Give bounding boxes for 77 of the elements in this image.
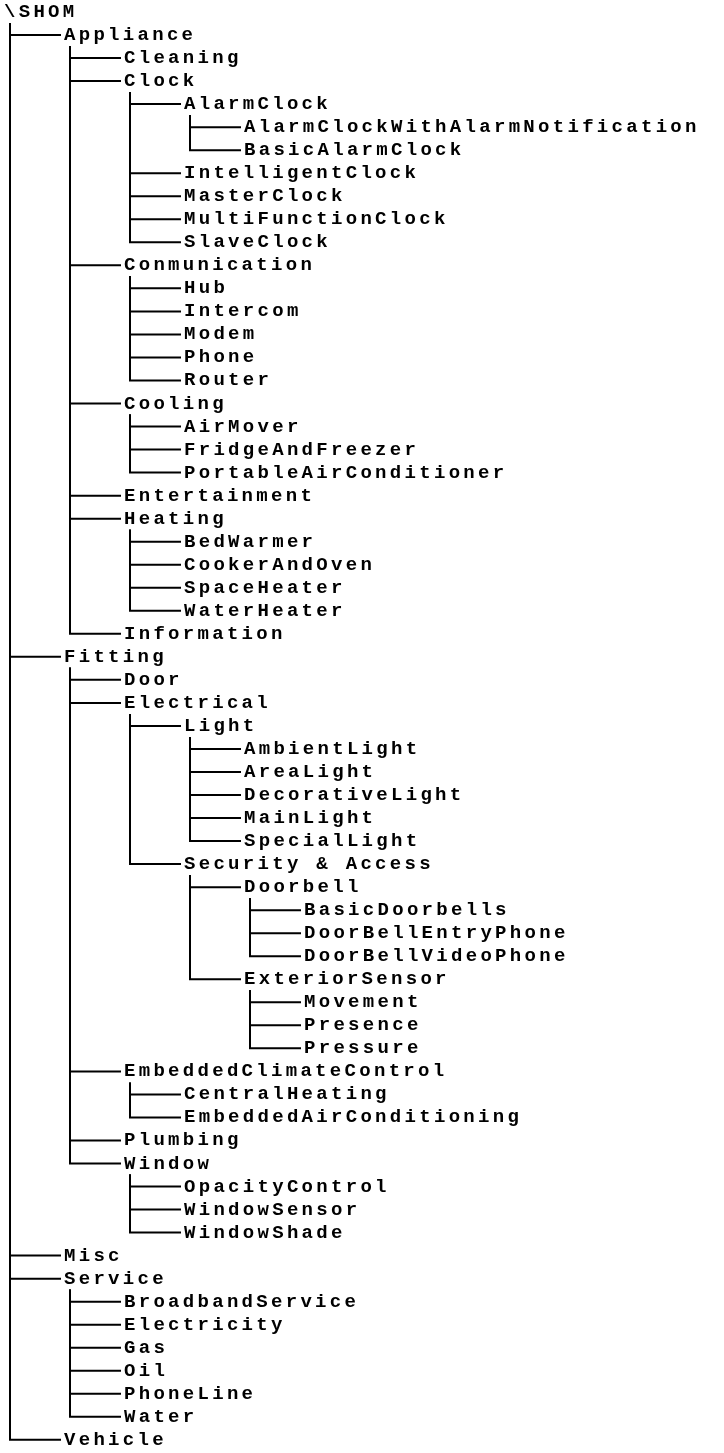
tree-item: Fitting: [62, 645, 167, 668]
tree-item: Entertainment: [122, 484, 316, 507]
tree-item: AirMover: [182, 415, 302, 438]
tree-item: WindowSensor: [182, 1198, 361, 1221]
tree-item: DecorativeLight: [242, 784, 465, 806]
tree-item: IntelligentClock: [182, 162, 420, 185]
tree-item: Door: [122, 668, 183, 691]
tree-item: Security & Access: [182, 853, 434, 876]
tree-item: ExteriorSensor: [242, 968, 450, 991]
tree-item: FridgeAndFreezer: [182, 438, 420, 461]
tree-item: BasicAlarmClock: [242, 139, 465, 162]
tree-connector: [189, 114, 242, 152]
tree-connector: [69, 1288, 122, 1418]
tree-item: Window: [122, 1152, 213, 1175]
tree-connector: [129, 528, 182, 612]
tree-item: Movement: [302, 991, 422, 1014]
tree-item: Light: [182, 714, 258, 737]
tree-item: EmbeddedClimateControl: [122, 1060, 448, 1083]
tree-item: Cooling: [122, 392, 227, 415]
tree-item: Vehicle: [62, 1428, 167, 1451]
tree-item: Electricity: [122, 1313, 286, 1336]
tree-item: Water: [122, 1405, 198, 1428]
tree-item: BedWarmer: [182, 530, 317, 553]
tree-connector: [189, 735, 242, 843]
tree-item: WaterHeater: [182, 599, 346, 622]
tree-item: CookerAndOven: [182, 553, 376, 576]
tree-connector: [129, 1081, 182, 1119]
tree-connector: [129, 413, 182, 474]
tree-connector: [129, 275, 182, 382]
tree-connector: [249, 989, 302, 1050]
tree-item: Presence: [302, 1014, 422, 1037]
tree-item: MasterClock: [182, 185, 346, 208]
tree-connector: [189, 874, 242, 981]
tree-item: SlaveClock: [182, 231, 332, 254]
tree-item: Gas: [122, 1336, 169, 1359]
tree-item: Heating: [122, 507, 227, 530]
tree-item: \SHOM: [2, 1, 78, 23]
tree-item: Pressure: [302, 1037, 422, 1060]
tree-connector: [129, 712, 182, 866]
tree-item: Appliance: [62, 24, 197, 46]
tree-connector: [129, 91, 182, 244]
tree-item: MainLight: [242, 807, 377, 830]
tree-item: AmbientLight: [242, 737, 421, 760]
tree-item: BasicDoorbells: [302, 899, 510, 922]
tree-item: MultiFunctionClock: [182, 208, 449, 231]
tree-item: DoorBellEntryPhone: [302, 922, 569, 945]
tree-connector: [129, 1173, 182, 1234]
tree-item: AlarmClockWithAlarmNotification: [242, 116, 700, 139]
tree-item: Phone: [182, 346, 258, 369]
tree-item: EmbeddedAirConditioning: [182, 1106, 523, 1129]
tree-item: Electrical: [122, 691, 272, 714]
tree-item: PhoneLine: [122, 1382, 257, 1405]
tree-item: Service: [62, 1267, 167, 1290]
tree-item: AlarmClock: [182, 93, 332, 116]
tree-item: BroadbandService: [122, 1290, 360, 1313]
tree-item: WindowShade: [182, 1221, 346, 1244]
tree-item: Plumbing: [122, 1129, 242, 1152]
tree-item: SpaceHeater: [182, 576, 346, 599]
tree-item: Conmunication: [122, 254, 316, 277]
tree-item: SpecialLight: [242, 830, 421, 853]
tree-connector: [249, 897, 302, 958]
tree-item: Oil: [122, 1359, 169, 1382]
tree-item: OpacityControl: [182, 1175, 390, 1198]
tree-item: DoorBellVideoPhone: [302, 945, 569, 968]
tree-item: Clock: [122, 70, 198, 93]
tree-item: CentralHeating: [182, 1083, 390, 1106]
tree-item: Misc: [62, 1244, 123, 1267]
tree-item: PortableAirConditioner: [182, 461, 508, 484]
tree-item: Intercom: [182, 300, 302, 323]
tree-item: Hub: [182, 277, 229, 300]
tree-connector: [69, 45, 122, 635]
tree-item: Information: [122, 622, 286, 645]
tree-item: Doorbell: [242, 876, 362, 899]
tree-item: AreaLight: [242, 761, 377, 783]
tree-item: Router: [182, 369, 273, 392]
tree-item: Modem: [182, 323, 258, 346]
tree-item: Cleaning: [122, 47, 242, 70]
